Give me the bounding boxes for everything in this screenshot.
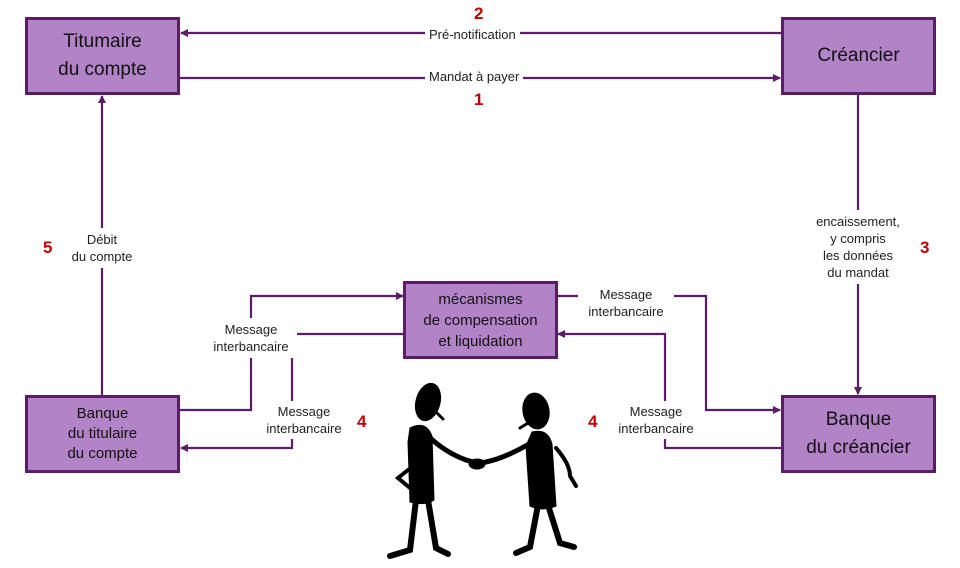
node-mecanismes-label: mécanismes de compensation et liquidatio… (423, 290, 538, 350)
node-banque-creancier: Banque du créancier (781, 395, 936, 473)
node-banque-titulaire-label: Banque du titulaire du compte (67, 405, 138, 462)
node-creancier-label: Créancier (817, 45, 900, 66)
arrow-msg-left-down (180, 332, 404, 452)
handshake-illustration (387, 382, 578, 559)
node-banque-creancier-label: Banque du créancier (806, 409, 911, 458)
edge-label-msg-right-up: Message interbancaire (578, 285, 674, 321)
step-number-1: 1 (474, 90, 484, 109)
node-titulaire: Titumaire du compte (25, 17, 180, 95)
step-number-4-right: 4 (588, 412, 598, 431)
node-creancier: Créancier (781, 17, 936, 95)
edge-label-prenotification: Pré-notification (425, 26, 520, 43)
edge-label-msg-right-down: Message interbancaire (608, 401, 704, 439)
step-number-5: 5 (43, 238, 53, 257)
edge-label-msg-left-down: Message interbancaire (256, 401, 352, 439)
node-mecanismes: mécanismes de compensation et liquidatio… (403, 281, 558, 359)
step-number-4-left: 4 (357, 412, 367, 431)
edge-label-msg-left-up: Message interbancaire (205, 318, 297, 358)
edge-label-debit: Débit du compte (60, 228, 144, 268)
node-titulaire-label: Titumaire du compte (58, 31, 147, 80)
step-number-2: 2 (474, 4, 484, 23)
node-banque-titulaire: Banque du titulaire du compte (25, 395, 180, 473)
edge-label-mandat: Mandat à payer (425, 68, 524, 85)
arrow-msg-right-up (557, 330, 782, 450)
step-number-3: 3 (920, 238, 930, 257)
edge-label-encaissement: encaissement, y compris les données du m… (806, 210, 910, 284)
